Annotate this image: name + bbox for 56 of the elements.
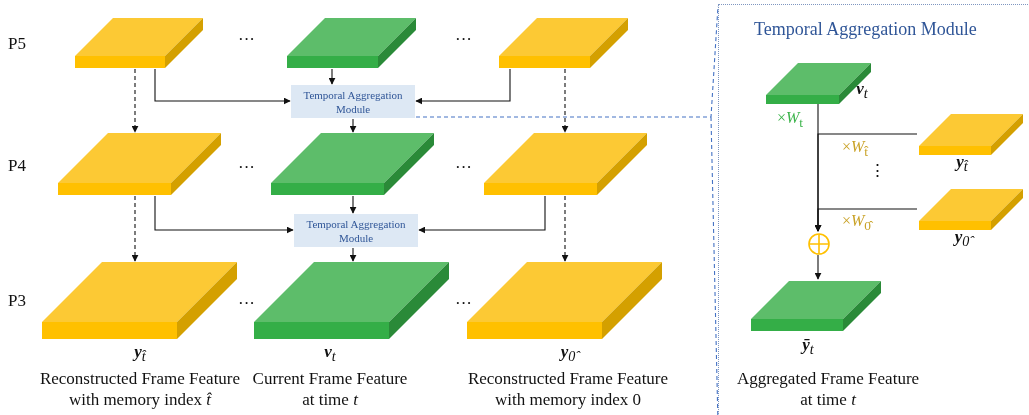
feature-map-slab [499, 18, 628, 68]
caption-text: Aggregated Frame Feature at time t [735, 368, 921, 410]
row-label: P4 [8, 156, 26, 176]
feature-map-slab [254, 262, 449, 339]
feature-map-slab [42, 262, 237, 339]
dashed-arrow [561, 195, 569, 262]
feature-map-slab [75, 18, 203, 68]
ellipsis: ··· [238, 30, 255, 50]
arrow [814, 208, 918, 232]
ellipsis: ··· [455, 158, 472, 178]
panel-title: Temporal Aggregation Module [754, 19, 977, 40]
arrow [328, 68, 336, 85]
feature-map-slab [919, 114, 1023, 155]
feature-map-slab [58, 133, 221, 195]
arrow [154, 195, 294, 234]
arrow [415, 68, 511, 105]
feature-map-slab [287, 18, 416, 68]
math-symbol: y$_{t̂}$ [131, 341, 147, 367]
row-label: P5 [8, 34, 26, 54]
dotted-panel [718, 4, 1029, 415]
edge-label: ×W$_{0̂}$ [842, 212, 872, 235]
feature-map-slab [484, 133, 647, 195]
caption-text: Reconstructed Frame Feature with memory index t̂ [38, 368, 242, 410]
arrow [418, 195, 546, 234]
ellipsis: ··· [455, 30, 472, 50]
dashed-arrow [131, 195, 139, 262]
math-symbol: y$_{0̂}$ [538, 341, 598, 368]
ellipsis: ··· [238, 158, 255, 178]
edge-label: ×W$_{t}$ [777, 109, 804, 132]
sum-circle-icon [808, 233, 830, 255]
feature-map-slab [271, 133, 434, 195]
arrow [349, 247, 357, 262]
module-box: Temporal Aggregation Module [294, 214, 418, 247]
ellipsis: ⋮ [869, 160, 886, 181]
dashed-arrow [561, 68, 569, 133]
arrow [154, 68, 291, 105]
math-symbol: y$_{0̂}$ [942, 226, 982, 253]
math-symbol: y$_{t̂}$ [953, 151, 969, 177]
math-symbol: v$_{t}$ [855, 78, 869, 104]
arrow [349, 195, 357, 214]
caption-text: Current Frame Feature at time t [251, 368, 409, 410]
edge-label: ×W$_{t̂}$ [842, 138, 869, 161]
feature-map-slab [766, 63, 871, 104]
math-symbol: v$_{t}$ [323, 341, 337, 367]
arrow [814, 254, 822, 280]
ellipsis: ··· [238, 294, 255, 314]
math-symbol: ȳ$_{t}$ [799, 334, 815, 360]
module-box: Temporal Aggregation Module [291, 85, 415, 118]
row-label: P3 [8, 291, 26, 311]
dashed-arrow [131, 68, 139, 133]
ellipsis: ··· [455, 294, 472, 314]
arrow [349, 118, 357, 133]
feature-map-slab [919, 189, 1023, 230]
feature-map-slab [467, 262, 662, 339]
feature-map-slab [751, 281, 881, 331]
caption-text: Reconstructed Frame Feature with memory index 0 [466, 368, 670, 410]
